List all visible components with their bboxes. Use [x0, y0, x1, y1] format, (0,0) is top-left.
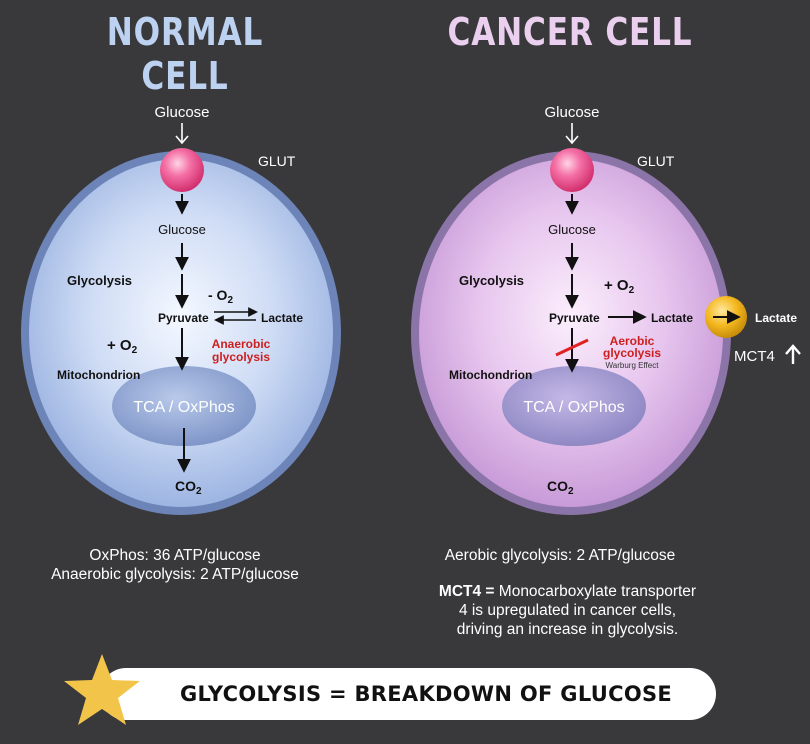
normal-caption-line1: OxPhos: 36 ATP/glucose — [89, 547, 261, 564]
cancer-mitochondrion-shape — [502, 366, 646, 446]
cancer-cell-title: CANCER CELL — [447, 10, 693, 54]
normal-anaerobic-line1: Anaerobic — [212, 337, 271, 351]
normal-mitochondrion-label: Mitochondrion — [57, 368, 140, 382]
cancer-warburg-label: Warburg Effect — [606, 361, 660, 370]
normal-mitochondrion-shape — [112, 366, 256, 446]
normal-cell-title: NORMAL CELL — [106, 10, 264, 98]
normal-glucose-in-label: Glucose — [154, 104, 209, 121]
glut-sphere-icon — [160, 148, 204, 192]
normal-pyruvate-label: Pyruvate — [158, 311, 209, 325]
cancer-glucose-label: Glucose — [548, 222, 596, 237]
mct4-caption-line3: driving an increase in glycolysis. — [456, 621, 679, 638]
mct4-caption: MCT4 = Monocarboxylate transporter 4 is … — [400, 582, 735, 639]
normal-plus-o2-label: + O2 — [107, 337, 138, 356]
normal-cell: Glucose GLUT Glucose Glycolysis - O2 Pyr… — [21, 104, 341, 515]
cancer-pyruvate-label: Pyruvate — [549, 311, 600, 325]
glut-sphere-icon — [550, 148, 594, 192]
star-icon — [64, 654, 140, 725]
normal-glycolysis-label: Glycolysis — [67, 273, 132, 288]
banner-text: GLYCOLYSIS = BREAKDOWN OF GLUCOSE — [179, 682, 673, 706]
normal-glucose-label: Glucose — [158, 222, 206, 237]
normal-tca-label: TCA / OxPhos — [133, 399, 234, 416]
glycolysis-banner: GLYCOLYSIS = BREAKDOWN OF GLUCOSE — [100, 668, 716, 720]
up-arrow-icon — [785, 344, 801, 364]
cancer-co2-label: CO2 — [547, 478, 574, 497]
mct4-caption-line1: Monocarboxylate transporter — [498, 583, 697, 600]
blocked-path-icon — [555, 338, 589, 357]
cancer-aerobic-line2: glycolysis — [603, 346, 661, 360]
normal-caption-line2: Anaerobic glycolysis: 2 ATP/glucose — [51, 566, 299, 583]
normal-glut-label: GLUT — [258, 153, 296, 169]
cancer-glut-label: GLUT — [637, 153, 675, 169]
cancer-mitochondrion-label: Mitochondrion — [449, 368, 532, 382]
cancer-tca-label: TCA / OxPhos — [523, 399, 624, 416]
normal-lactate-label: Lactate — [261, 311, 303, 325]
cancer-lactate-out-label: Lactate — [755, 311, 797, 325]
cancer-aerobic-line1: Aerobic — [610, 334, 655, 348]
cancer-caption-line1: Aerobic glycolysis: 2 ATP/glucose — [444, 547, 676, 564]
cancer-glucose-in-label: Glucose — [544, 104, 599, 121]
cancer-cell: Glucose GLUT Glucose Glycolysis + O2 Pyr… — [411, 104, 801, 515]
mct4-caption-bold: MCT4 = — [438, 583, 495, 600]
normal-anaerobic-line2: glycolysis — [212, 350, 270, 364]
cancer-glycolysis-label: Glycolysis — [459, 273, 524, 288]
mct4-caption-line2: 4 is upregulated in cancer cells, — [458, 602, 677, 619]
cancer-plus-o2-label: + O2 — [604, 277, 635, 296]
normal-co2-label: CO2 — [175, 478, 202, 497]
cancer-lactate-label: Lactate — [651, 311, 693, 325]
mct4-label: MCT4 — [734, 348, 775, 365]
normal-caption: OxPhos: 36 ATP/glucose Anaerobic glycoly… — [20, 546, 330, 584]
normal-minus-o2-label: - O2 — [208, 287, 233, 306]
